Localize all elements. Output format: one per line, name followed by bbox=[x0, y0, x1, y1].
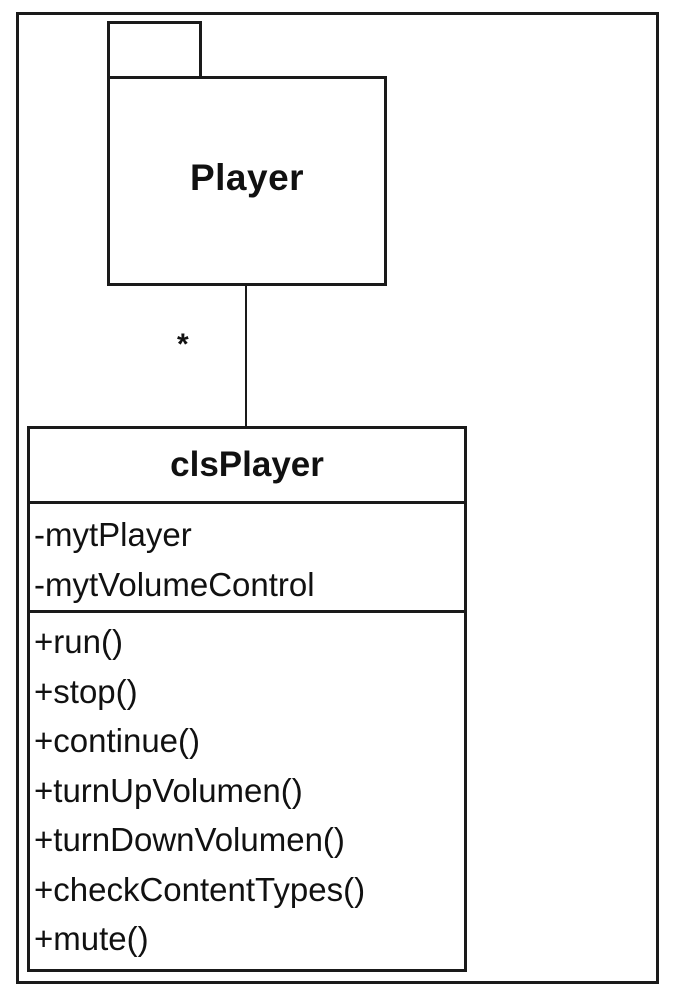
multiplicity-label: * bbox=[177, 328, 189, 361]
operation-stop: +stop() bbox=[34, 672, 138, 710]
attribute-myt-player: -mytPlayer bbox=[34, 516, 192, 553]
attribute-myt-volume-control: -mytVolumeControl bbox=[34, 565, 315, 603]
operation-turn-up-volumen: +turnUpVolumen() bbox=[34, 771, 303, 809]
package-tab bbox=[107, 21, 202, 79]
package-player: Player bbox=[107, 76, 387, 286]
operation-check-content-types: +checkContentTypes() bbox=[34, 870, 366, 908]
class-clsplayer: clsPlayer -mytPlayer -mytVolumeControl +… bbox=[27, 426, 467, 972]
operation-run: +run() bbox=[34, 623, 123, 660]
class-operations: +run() +stop() +continue() +turnUpVolume… bbox=[30, 613, 464, 964]
diagram-frame bbox=[16, 12, 659, 984]
class-attributes: -mytPlayer -mytVolumeControl bbox=[30, 504, 464, 613]
association-line bbox=[245, 286, 247, 428]
operation-continue: +continue() bbox=[34, 722, 201, 759]
operation-mute: +mute() bbox=[34, 920, 149, 957]
operation-turn-down-volumen: +turnDownVolumen() bbox=[34, 821, 345, 858]
class-name: clsPlayer bbox=[30, 429, 464, 504]
package-name: Player bbox=[189, 157, 305, 198]
